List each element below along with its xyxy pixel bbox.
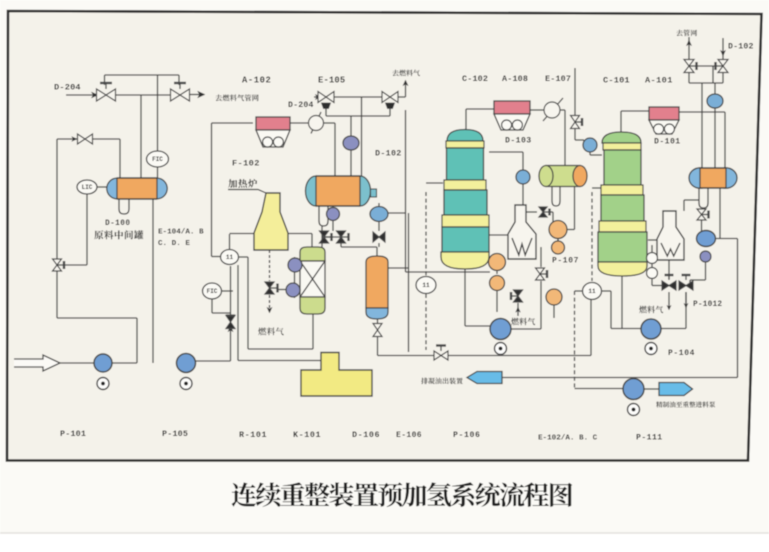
svg-text:11: 11	[422, 282, 430, 289]
svg-text:D-102: D-102	[728, 43, 754, 52]
svg-text:FIC: FIC	[152, 156, 163, 163]
svg-text:C-102: C-102	[462, 74, 488, 84]
svg-text:R-101: R-101	[239, 430, 267, 440]
svg-text:P-111: P-111	[636, 434, 663, 443]
svg-text:P-106: P-106	[453, 431, 481, 440]
svg-text:E-106: E-106	[396, 431, 422, 440]
svg-text:P-105: P-105	[162, 429, 188, 439]
svg-text:E-105: E-105	[318, 76, 345, 86]
svg-text:D-102: D-102	[375, 149, 402, 159]
svg-text:LIC: LIC	[82, 184, 93, 191]
svg-text:D-101: D-101	[654, 138, 681, 147]
svg-text:A-102: A-102	[242, 76, 271, 86]
svg-text:E-107: E-107	[545, 74, 571, 84]
svg-text:A-108: A-108	[502, 74, 528, 84]
svg-text:D-204: D-204	[54, 83, 81, 93]
svg-text:E-102/A. B. C: E-102/A. B. C	[538, 435, 598, 443]
svg-text:11: 11	[588, 288, 596, 295]
svg-text:FIC: FIC	[207, 288, 218, 295]
svg-text:P-104: P-104	[668, 349, 695, 358]
svg-text:P-101: P-101	[60, 429, 86, 439]
svg-text:C-101: C-101	[603, 76, 630, 86]
svg-text:P-107: P-107	[552, 257, 579, 266]
svg-text:P-1012: P-1012	[693, 301, 722, 309]
svg-text:D-100: D-100	[105, 220, 130, 228]
svg-text:K-101: K-101	[293, 430, 321, 440]
svg-text:D-204: D-204	[288, 101, 314, 110]
svg-text:A-101: A-101	[645, 76, 673, 86]
svg-text:11: 11	[226, 254, 234, 261]
svg-text:D-106: D-106	[352, 430, 380, 440]
svg-text:D-103: D-103	[505, 137, 532, 146]
svg-text:C. D. E: C. D. E	[158, 240, 190, 248]
svg-text:F-102: F-102	[232, 159, 260, 169]
svg-text:E-104/A. B: E-104/A. B	[158, 229, 204, 237]
